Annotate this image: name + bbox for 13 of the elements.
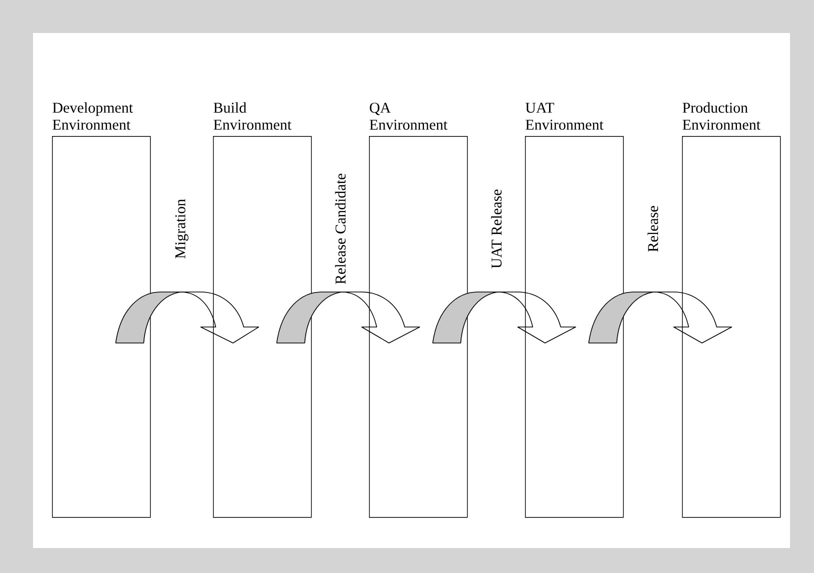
- edge-label: Migration: [175, 199, 188, 258]
- edge-label: Release Candidate: [335, 174, 346, 284]
- curved-arrow: [276, 292, 420, 344]
- curved-arrow: [115, 292, 260, 344]
- column-heading: QA Environment: [370, 102, 448, 130]
- edge-label: Release: [648, 206, 658, 252]
- column-heading: Build Environment: [214, 102, 292, 130]
- edge-label: UAT Release: [491, 190, 502, 268]
- curved-arrow: [588, 292, 732, 344]
- column-heading: Production Environment: [682, 102, 760, 130]
- column-heading: UAT Environment: [526, 102, 604, 130]
- curved-arrow: [432, 292, 576, 344]
- column-heading: Development Environment: [52, 102, 133, 130]
